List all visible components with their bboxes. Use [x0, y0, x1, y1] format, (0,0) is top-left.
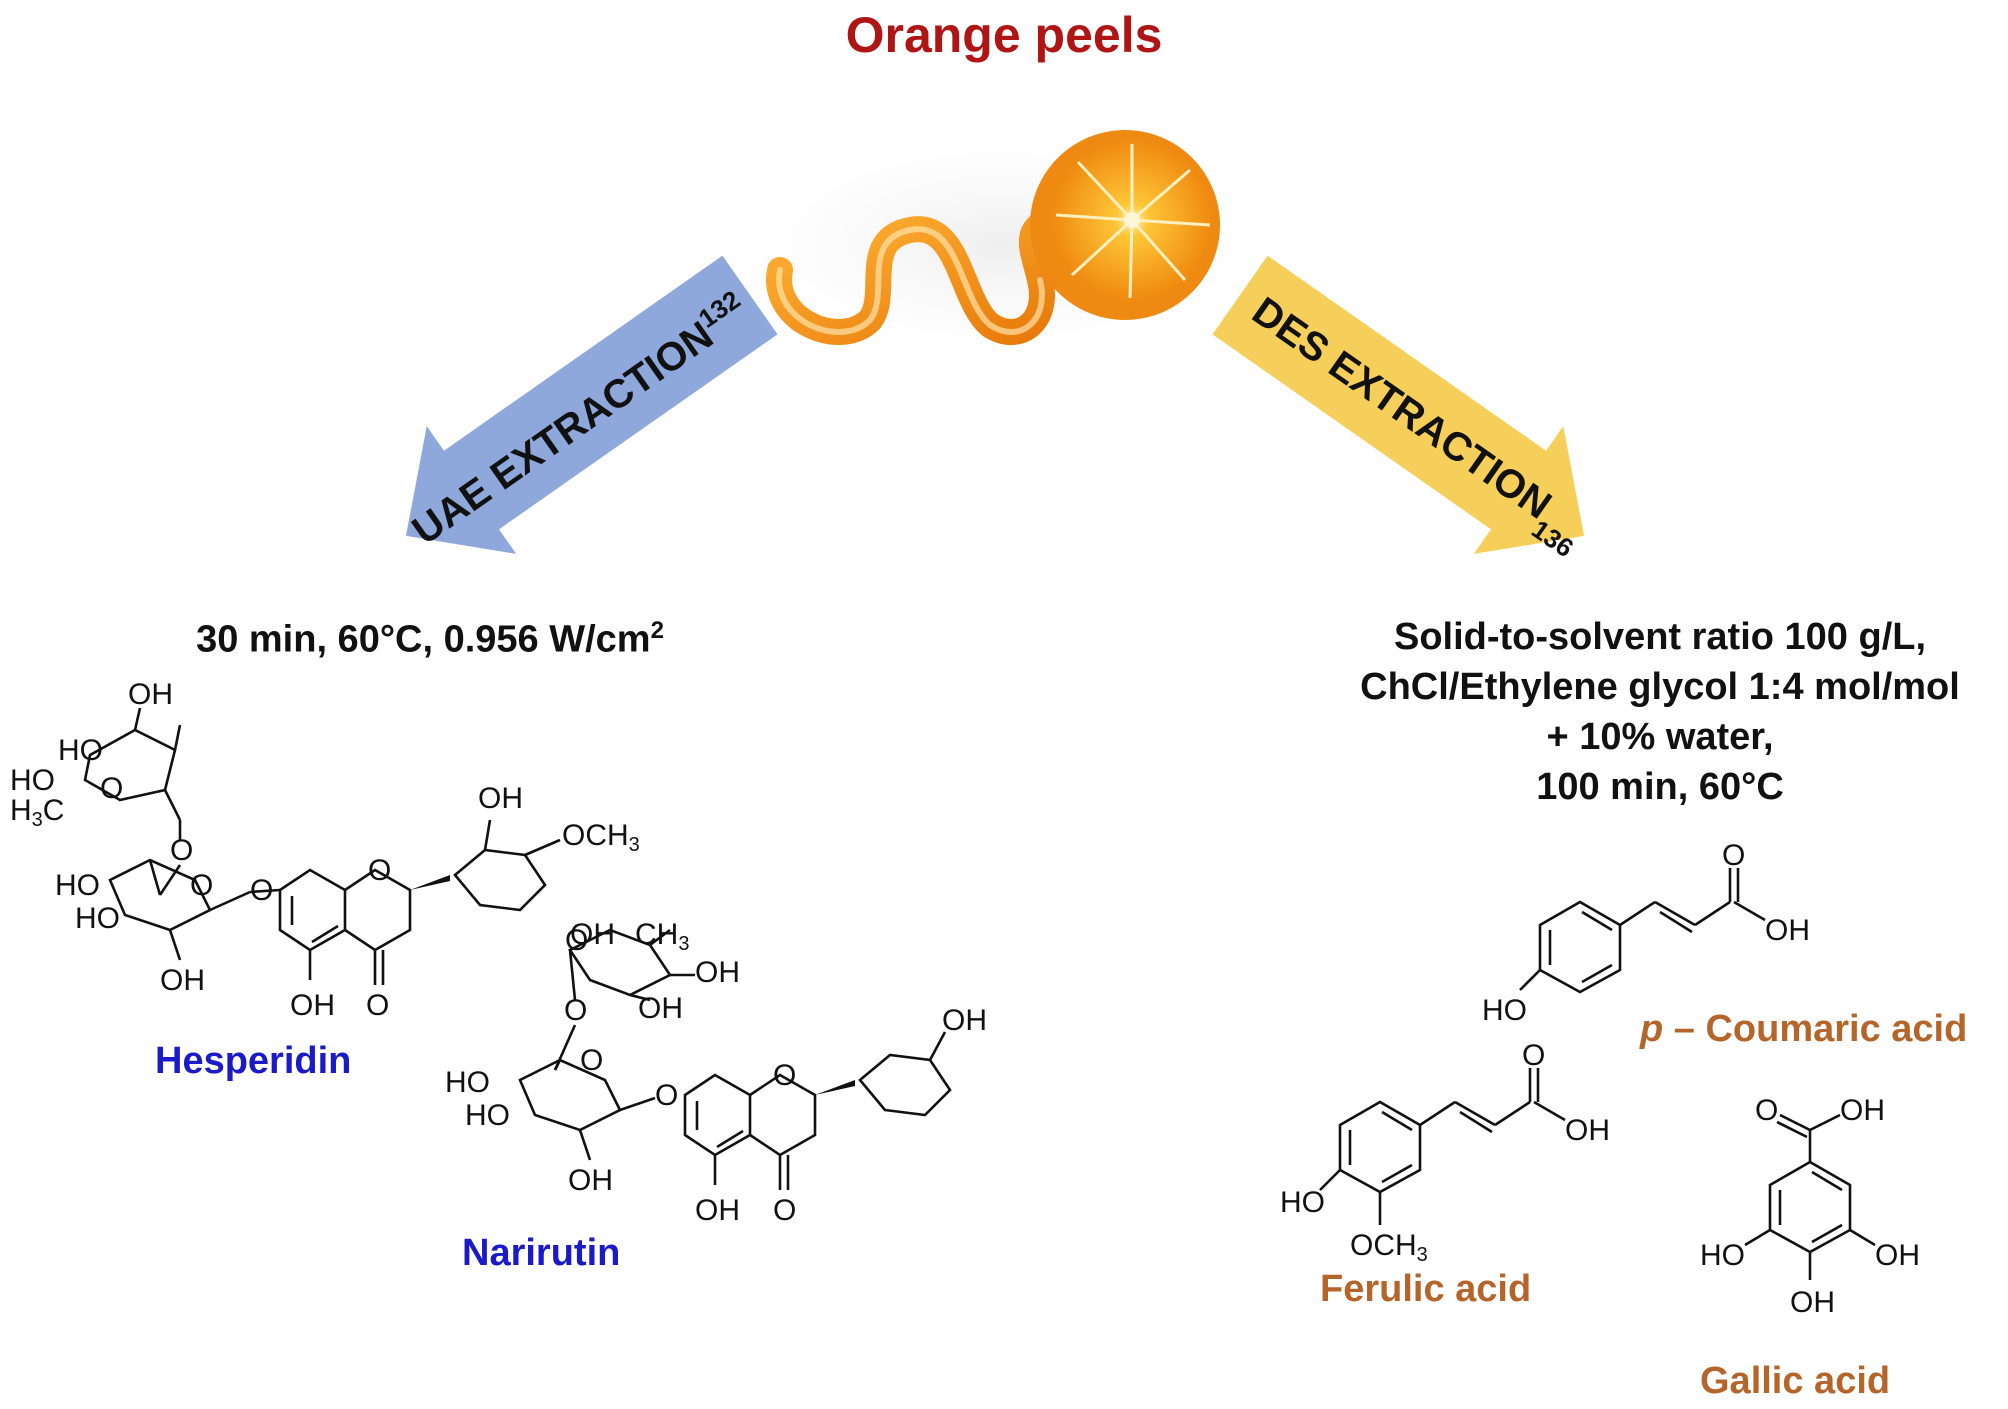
p-coumaric-acid-structure: O OH HO — [1482, 840, 1810, 1027]
atom-label: O — [250, 874, 273, 907]
des-condition-line: + 10% water, — [1546, 716, 1774, 758]
atom-label: OH — [478, 782, 523, 815]
svg-text:DES EXTRACTION136: DES EXTRACTION136 — [1237, 289, 1595, 563]
atom-label: OH — [290, 989, 335, 1022]
des-extraction-arrow: DES EXTRACTION136 — [1212, 255, 1595, 563]
atom-label: O — [170, 834, 193, 867]
atom-label: H3C — [10, 794, 64, 831]
des-condition-line: 100 min, 60°C — [1536, 766, 1784, 808]
atom-label: HO — [10, 764, 55, 797]
atom-label: OH — [160, 964, 205, 997]
atom-label: HO — [1700, 1239, 1745, 1272]
svg-text:UAE EXTRACTION132: UAE EXTRACTION132 — [402, 284, 757, 553]
atom-label: HO — [1482, 994, 1527, 1027]
orange-peel-image — [725, 125, 1275, 365]
uae-conditions-sup: 2 — [650, 617, 664, 644]
uae-conditions: 30 min, 60°C, 0.956 W/cm2 — [130, 606, 730, 665]
atom-label: HO — [55, 869, 100, 902]
atom-label: OH — [128, 680, 173, 711]
atom-label: OH — [1565, 1114, 1610, 1147]
atom-label: OH — [942, 1004, 987, 1037]
uae-arrow-label: UAE EXTRACTION — [405, 313, 722, 553]
narirutin-label: Narirutin — [462, 1232, 621, 1274]
des-condition-line: ChCl/Ethylene glycol 1:4 mol/mol — [1360, 666, 1960, 708]
diagram-title: Orange peels — [845, 7, 1163, 63]
atom-label: OH — [695, 1194, 740, 1227]
atom-label: O — [655, 1079, 678, 1112]
atom-label: O — [190, 869, 213, 902]
atom-label: OH — [695, 956, 740, 989]
des-conditions: Solid-to-solvent ratio 100 g/L, ChCl/Eth… — [1320, 612, 2000, 812]
narirutin-structure: OH CH3 OH OH O O HO HO O OH O O OH O OH — [445, 920, 987, 1227]
atom-label: O — [1522, 1040, 1545, 1072]
atom-label: OH — [1875, 1239, 1920, 1272]
atom-label: O — [565, 924, 588, 957]
atom-label: OH — [568, 1164, 613, 1197]
uae-conditions-text: 30 min, 60°C, 0.956 W/cm — [196, 618, 651, 661]
ferulic-acid-structure: O OH HO OCH3 — [1280, 1040, 1610, 1266]
gallic-acid-label: Gallic acid — [1700, 1360, 1891, 1402]
atom-label: HO — [58, 734, 103, 767]
atom-label: OH — [1790, 1286, 1835, 1319]
atom-label: OCH3 — [1350, 1229, 1428, 1266]
uae-arrow-shape — [405, 255, 778, 554]
des-condition-line: Solid-to-solvent ratio 100 g/L, — [1393, 616, 1927, 658]
hesperidin-label: Hesperidin — [155, 1040, 352, 1082]
atom-label: OH — [1765, 914, 1810, 947]
des-arrow-label: DES EXTRACTION — [1244, 289, 1559, 528]
atom-label: O — [580, 1044, 603, 1077]
p-coumaric-acid-label: p – Coumaric acid — [1640, 1008, 1967, 1051]
atom-label: HO — [445, 1066, 490, 1099]
atom-label: HO — [465, 1099, 510, 1132]
ferulic-acid-label: Ferulic acid — [1320, 1268, 1532, 1310]
atom-label: CH3 — [635, 920, 689, 955]
atom-label: HO — [75, 902, 120, 935]
coumaric-text: – Coumaric acid — [1663, 1008, 1968, 1050]
atom-label: O — [368, 854, 391, 887]
atom-label: OH — [638, 992, 683, 1025]
atom-label: OH — [570, 920, 615, 951]
atom-label: O — [100, 772, 123, 805]
atom-label: O — [1755, 1094, 1778, 1127]
p-prefix: p — [1640, 1008, 1664, 1050]
atom-label: O — [773, 1194, 796, 1227]
atom-label: O — [1722, 840, 1745, 872]
atom-label: OH — [1840, 1094, 1885, 1127]
atom-label: O — [564, 994, 587, 1027]
atom-label: HO — [1280, 1186, 1325, 1219]
des-arrow-shape — [1212, 255, 1585, 554]
hesperidin-structure: OH HO H3C HO O O HO HO O OH O O OH O OH … — [10, 680, 640, 1022]
gallic-acid-structure: O OH HO OH OH — [1700, 1094, 1920, 1319]
atom-label: O — [773, 1059, 796, 1092]
atom-label: O — [366, 989, 389, 1022]
atom-label: OCH3 — [562, 819, 640, 856]
uae-extraction-arrow: UAE EXTRACTION132 — [402, 255, 778, 554]
